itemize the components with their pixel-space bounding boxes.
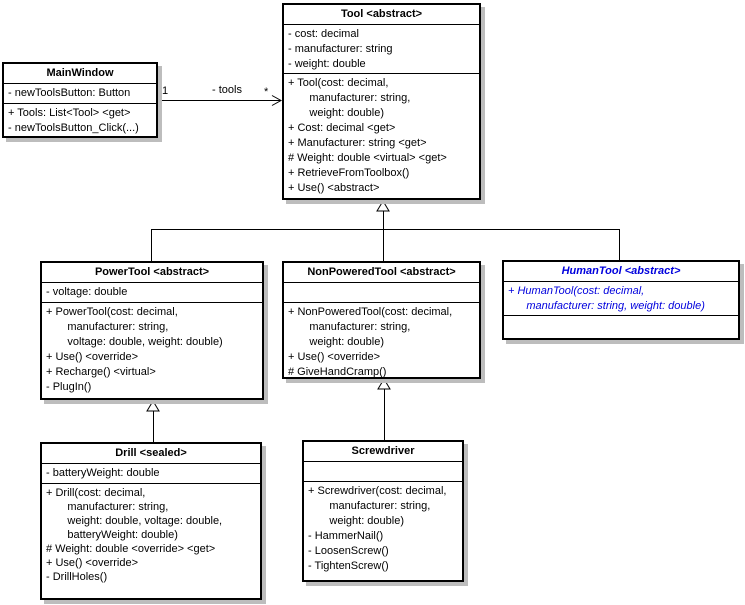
- attributes-compartment: - batteryWeight: double: [42, 464, 260, 484]
- class-title: NonPoweredTool <abstract>: [284, 263, 479, 283]
- member-row: - manufacturer: string: [288, 43, 393, 55]
- class-box-powertool[interactable]: PowerTool <abstract> - voltage: double +…: [40, 261, 264, 400]
- member-row: + Recharge() <virtual>: [46, 366, 156, 378]
- methods-compartment: + NonPoweredTool(cost: decimal, manufact…: [284, 303, 479, 377]
- member-row: + Tools: List<Tool> <get>: [8, 107, 131, 119]
- class-title: HumanTool <abstract>: [504, 262, 738, 282]
- inheritance-triangle-icon: [376, 200, 390, 212]
- member-row: + Tool(cost: decimal,: [288, 77, 389, 89]
- member-row: manufacturer: string,: [46, 321, 169, 333]
- class-title: Drill <sealed>: [42, 444, 260, 464]
- member-row: # GiveHandCramp(): [288, 366, 387, 378]
- member-row: - PlugIn(): [46, 381, 92, 393]
- member-row: + Screwdriver(cost: decimal,: [308, 485, 447, 497]
- class-title: MainWindow: [4, 64, 156, 84]
- member-row: - voltage: double: [46, 286, 128, 298]
- member-row: + Use() <override>: [288, 351, 381, 363]
- member-row: weight: double): [288, 336, 384, 348]
- class-box-mainwindow[interactable]: MainWindow - newToolsButton: Button + To…: [2, 62, 158, 138]
- methods-compartment: + Tool(cost: decimal, manufacturer: stri…: [284, 74, 479, 198]
- member-row: + Use() <override>: [46, 557, 139, 569]
- member-row: - newToolsButton_Click(...): [8, 122, 139, 134]
- association-role-label: - tools: [212, 84, 242, 96]
- member-row: weight: double, voltage: double,: [46, 515, 223, 527]
- member-row: + Drill(cost: decimal,: [46, 487, 146, 499]
- attributes-compartment: [284, 283, 479, 303]
- member-row: + HumanTool(cost: decimal,: [508, 285, 645, 297]
- class-title: PowerTool <abstract>: [42, 263, 262, 283]
- inheritance-triangle-icon: [146, 400, 160, 412]
- member-row: + Use() <abstract>: [288, 182, 380, 194]
- attributes-compartment: - cost: decimal - manufacturer: string - w…: [284, 25, 479, 74]
- methods-compartment: + HumanTool(cost: decimal, manufacturer:…: [504, 282, 738, 316]
- attributes-compartment: - newToolsButton: Button: [4, 84, 156, 104]
- member-row: manufacturer: string,: [288, 321, 411, 333]
- member-row: weight: double): [288, 107, 384, 119]
- member-row: - newToolsButton: Button: [8, 87, 131, 99]
- member-row: + Use() <override>: [46, 351, 139, 363]
- member-row: manufacturer: string,: [288, 92, 411, 104]
- member-row: - cost: decimal: [288, 28, 359, 40]
- methods-compartment: + PowerTool(cost: decimal, manufacturer:…: [42, 303, 262, 398]
- methods-compartment: + Drill(cost: decimal, manufacturer: str…: [42, 484, 260, 598]
- member-row: - batteryWeight: double: [46, 467, 160, 479]
- association-target-multiplicity: *: [264, 86, 269, 98]
- member-row: - weight: double: [288, 58, 366, 70]
- class-box-drill[interactable]: Drill <sealed> - batteryWeight: double +…: [40, 442, 262, 600]
- member-row: - HammerNail(): [308, 530, 384, 542]
- member-row: - DrillHoles(): [46, 571, 108, 583]
- member-row: + RetrieveFromToolbox(): [288, 167, 410, 179]
- attributes-compartment: [304, 462, 462, 482]
- class-box-nonpoweredtool[interactable]: NonPoweredTool <abstract> + NonPoweredTo…: [282, 261, 481, 379]
- member-row: - LoosenScrew(): [308, 545, 389, 557]
- member-row: manufacturer: string,: [46, 501, 169, 513]
- empty-compartment: [504, 316, 738, 338]
- member-row: weight: double): [308, 515, 404, 527]
- class-box-screwdriver[interactable]: Screwdriver + Screwdriver(cost: decimal,…: [302, 440, 464, 582]
- attributes-compartment: - voltage: double: [42, 283, 262, 303]
- inheritance-triangle-icon: [377, 378, 391, 390]
- class-box-tool[interactable]: Tool <abstract> - cost: decimal - manufac…: [282, 3, 481, 200]
- member-row: + NonPoweredTool(cost: decimal,: [288, 306, 453, 318]
- member-row: batteryWeight: double): [46, 529, 178, 541]
- member-row: - TightenScrew(): [308, 560, 389, 572]
- member-row: # Weight: double <virtual> <get>: [288, 152, 447, 164]
- member-row: manufacturer: string,: [308, 500, 431, 512]
- member-row: + Manufacturer: string <get>: [288, 137, 427, 149]
- methods-compartment: + Tools: List<Tool> <get> - newToolsButto…: [4, 104, 156, 136]
- member-row: + PowerTool(cost: decimal,: [46, 306, 178, 318]
- open-arrowhead-icon: [271, 95, 283, 106]
- class-title: Tool <abstract>: [284, 5, 479, 25]
- member-row: manufacturer: string, weight: double): [508, 300, 705, 312]
- association-mainwindow-tools[interactable]: [158, 95, 283, 106]
- methods-compartment: + Screwdriver(cost: decimal, manufacture…: [304, 482, 462, 580]
- member-row: # Weight: double <override> <get>: [46, 543, 216, 555]
- class-title: Screwdriver: [304, 442, 462, 462]
- generalization-children-to-tool[interactable]: [151, 200, 620, 261]
- generalization-screwdriver-nonpoweredtool[interactable]: [377, 378, 391, 440]
- member-row: + Cost: decimal <get>: [288, 122, 396, 134]
- class-box-humantool[interactable]: HumanTool <abstract> + HumanTool(cost: d…: [502, 260, 740, 340]
- association-source-multiplicity: 1: [162, 85, 169, 97]
- generalization-drill-powertool[interactable]: [146, 400, 160, 442]
- member-row: voltage: double, weight: double): [46, 336, 223, 348]
